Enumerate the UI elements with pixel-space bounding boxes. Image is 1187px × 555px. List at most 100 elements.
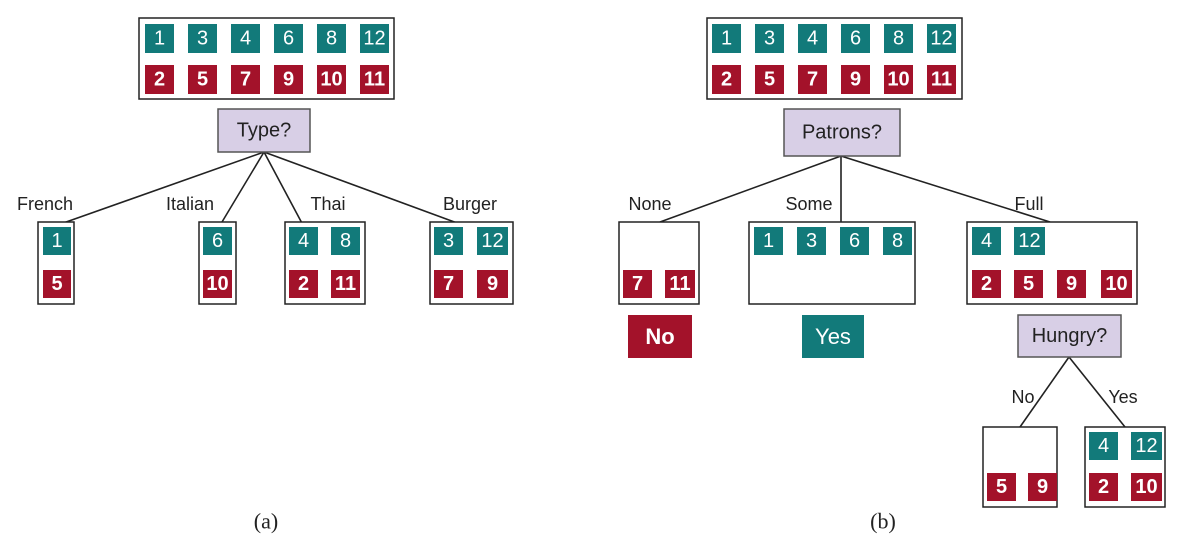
tree-a: 1 3 4 6 8 12 2 5 7 9 10 11 Type? French … xyxy=(17,17,514,534)
subquestion-node xyxy=(1017,314,1122,358)
svg-text:6: 6 xyxy=(212,230,223,252)
leaf-node: 4 12 2 5 9 10 xyxy=(966,221,1138,305)
edge-patrons-full xyxy=(840,155,1051,223)
example-tile: 6 xyxy=(274,24,303,53)
example-tile: 2 xyxy=(712,65,741,94)
svg-text:2: 2 xyxy=(154,69,165,91)
svg-text:4: 4 xyxy=(981,230,992,252)
svg-text:3: 3 xyxy=(806,230,817,252)
example-tile: 11 xyxy=(665,270,695,298)
svg-text:4: 4 xyxy=(1098,435,1109,457)
question-node xyxy=(217,108,311,153)
svg-text:11: 11 xyxy=(364,69,385,91)
question-label: Type? xyxy=(237,120,291,142)
svg-text:12: 12 xyxy=(363,28,385,50)
question-label: Patrons? xyxy=(802,122,882,144)
svg-text:Yes: Yes xyxy=(815,324,851,349)
root-example-box xyxy=(706,17,963,100)
edge-hungry-yes xyxy=(1068,356,1126,428)
example-tile: 3 xyxy=(434,227,463,255)
edge-type-italian xyxy=(218,151,265,228)
example-tile: 12 xyxy=(477,227,508,255)
svg-text:9: 9 xyxy=(850,69,861,91)
svg-text:3: 3 xyxy=(764,28,775,50)
svg-text:5: 5 xyxy=(1023,273,1034,295)
root-positive-tiles: 1 3 4 6 8 12 xyxy=(712,24,956,53)
root-negative-tiles: 2 5 7 9 10 11 xyxy=(145,65,389,94)
example-tile: 3 xyxy=(755,24,784,53)
example-tile: 8 xyxy=(884,24,913,53)
svg-text:No: No xyxy=(645,324,674,349)
example-tile: 6 xyxy=(203,227,232,255)
decision-no: No xyxy=(628,315,692,358)
subquestion-label: Hungry? xyxy=(1032,325,1108,347)
svg-text:8: 8 xyxy=(340,230,351,252)
svg-text:12: 12 xyxy=(481,230,503,252)
example-tile: 6 xyxy=(841,24,870,53)
svg-text:3: 3 xyxy=(197,28,208,50)
svg-text:6: 6 xyxy=(849,230,860,252)
example-tile: 4 xyxy=(1089,432,1118,460)
svg-text:4: 4 xyxy=(240,28,251,50)
example-tile: 9 xyxy=(1057,270,1086,298)
branch-label: Full xyxy=(1014,194,1043,214)
example-tile: 12 xyxy=(360,24,389,53)
svg-text:10: 10 xyxy=(1105,273,1127,295)
svg-text:10: 10 xyxy=(1135,476,1157,498)
example-tile: 2 xyxy=(972,270,1001,298)
example-tile: 11 xyxy=(927,65,956,94)
example-tile: 5 xyxy=(188,65,217,94)
example-tile: 4 xyxy=(798,24,827,53)
svg-text:5: 5 xyxy=(996,476,1007,498)
svg-text:1: 1 xyxy=(763,230,774,252)
example-tile: 8 xyxy=(883,227,912,255)
example-tile: 3 xyxy=(188,24,217,53)
example-tile: 7 xyxy=(434,270,463,298)
svg-text:9: 9 xyxy=(487,273,498,295)
svg-text:5: 5 xyxy=(51,273,62,295)
branch-label: Thai xyxy=(310,194,345,214)
edge-type-thai xyxy=(263,151,305,228)
edge-patrons-none xyxy=(659,155,842,223)
example-tile: 7 xyxy=(798,65,827,94)
leaf-node: 6 10 xyxy=(198,221,237,305)
example-tile: 10 xyxy=(884,65,913,94)
svg-text:12: 12 xyxy=(1018,230,1040,252)
svg-text:7: 7 xyxy=(632,273,643,295)
example-tile: 1 xyxy=(43,227,71,255)
svg-text:8: 8 xyxy=(893,28,904,50)
example-tile: 5 xyxy=(43,270,71,298)
edge-hungry-no xyxy=(1019,356,1070,428)
svg-text:2: 2 xyxy=(981,273,992,295)
leaf-node: 3 12 7 9 xyxy=(429,221,514,305)
example-tile: 2 xyxy=(1089,473,1118,501)
svg-text:9: 9 xyxy=(283,69,294,91)
svg-text:8: 8 xyxy=(892,230,903,252)
svg-text:5: 5 xyxy=(764,69,775,91)
svg-text:1: 1 xyxy=(721,28,732,50)
example-tile: 4 xyxy=(289,227,318,255)
leaf-node: 5 9 xyxy=(982,426,1058,508)
svg-text:7: 7 xyxy=(240,69,251,91)
branch-label: None xyxy=(628,194,671,214)
example-tile: 7 xyxy=(231,65,260,94)
leaf-node: 1 5 xyxy=(37,221,75,305)
leaf-node: 4 8 2 11 xyxy=(284,221,366,305)
svg-text:4: 4 xyxy=(298,230,309,252)
svg-text:12: 12 xyxy=(1135,435,1157,457)
example-tile: 9 xyxy=(274,65,303,94)
example-tile: 4 xyxy=(231,24,260,53)
svg-text:11: 11 xyxy=(335,273,356,295)
svg-text:1: 1 xyxy=(51,230,62,252)
example-tile: 2 xyxy=(145,65,174,94)
example-tile: 3 xyxy=(797,227,826,255)
svg-text:2: 2 xyxy=(721,69,732,91)
example-tile: 9 xyxy=(1028,473,1057,501)
branch-label: Some xyxy=(785,194,832,214)
branch-label: No xyxy=(1011,387,1034,407)
svg-text:9: 9 xyxy=(1066,273,1077,295)
example-tile: 10 xyxy=(1131,473,1162,501)
example-tile: 9 xyxy=(841,65,870,94)
svg-text:10: 10 xyxy=(206,273,228,295)
edge-type-burger xyxy=(263,151,469,228)
